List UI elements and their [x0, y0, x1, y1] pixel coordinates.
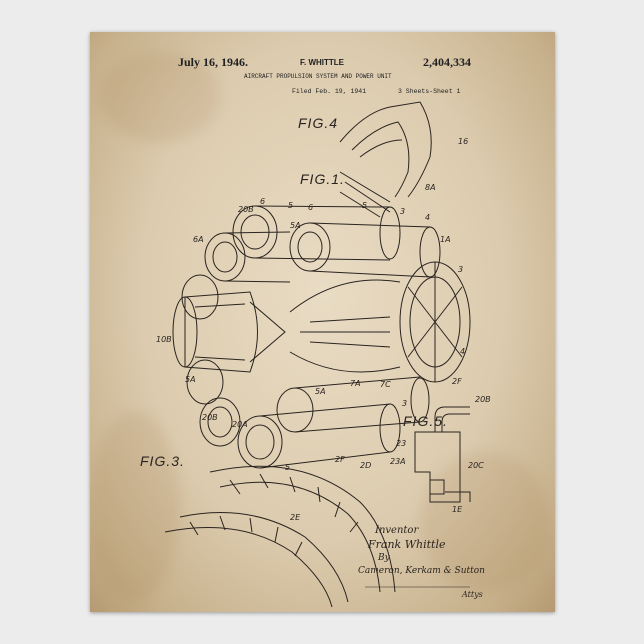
part-label: 7A: [350, 379, 361, 388]
part-label: 10B: [156, 335, 172, 344]
part-label: 20B: [238, 205, 254, 214]
patent-poster: July 16, 1946. F. WHITTLE 2,404,334 AIRC…: [90, 32, 555, 612]
part-label: 1A: [440, 235, 451, 244]
part-label: 5: [288, 201, 293, 210]
part-label: 5A: [185, 375, 196, 384]
part-label: 4: [460, 347, 465, 356]
part-label: 2F: [452, 377, 462, 386]
inventor-name: Frank Whittle: [368, 539, 445, 550]
part-label: 16: [458, 137, 468, 146]
part-label: 2F: [335, 455, 345, 464]
part-label: 6: [308, 203, 313, 212]
inventor-label: Inventor: [375, 526, 418, 536]
part-label: 23: [396, 439, 406, 448]
part-label: 5: [285, 463, 290, 472]
part-label: 23A: [390, 457, 406, 466]
by-label: By: [378, 554, 390, 563]
part-label: 6: [260, 197, 265, 206]
part-label: 3: [458, 265, 463, 274]
part-label: 4: [425, 213, 430, 222]
fig4-label: FIG.4: [298, 116, 338, 131]
part-label: 5A: [315, 387, 326, 396]
part-label: 2E: [290, 513, 301, 522]
part-label: 5A: [290, 221, 301, 230]
part-label: 20C: [468, 461, 484, 470]
fig4-duct-drawing: [340, 102, 431, 217]
part-label: 1E: [452, 505, 463, 514]
part-label: 3: [400, 207, 405, 216]
part-label: 3: [402, 399, 407, 408]
part-label: 2D: [360, 461, 371, 470]
fig3-label: FIG.3.: [140, 454, 185, 469]
part-label: 8A: [425, 183, 436, 192]
part-label: 20B: [202, 413, 218, 422]
part-label: 5: [362, 201, 367, 210]
attys-label: Attys: [462, 591, 483, 599]
fig1-label: FIG.1.: [300, 172, 345, 187]
part-label: 7C: [380, 380, 391, 389]
part-label: 20A: [232, 420, 248, 429]
fig5-label: FIG.5.: [403, 414, 448, 429]
part-label: 6A: [193, 235, 204, 244]
attorneys-signature: Cameron, Kerkam & Sutton: [358, 567, 485, 576]
fig3-diffuser-drawing: [165, 466, 395, 607]
part-label: 20B: [475, 395, 491, 404]
